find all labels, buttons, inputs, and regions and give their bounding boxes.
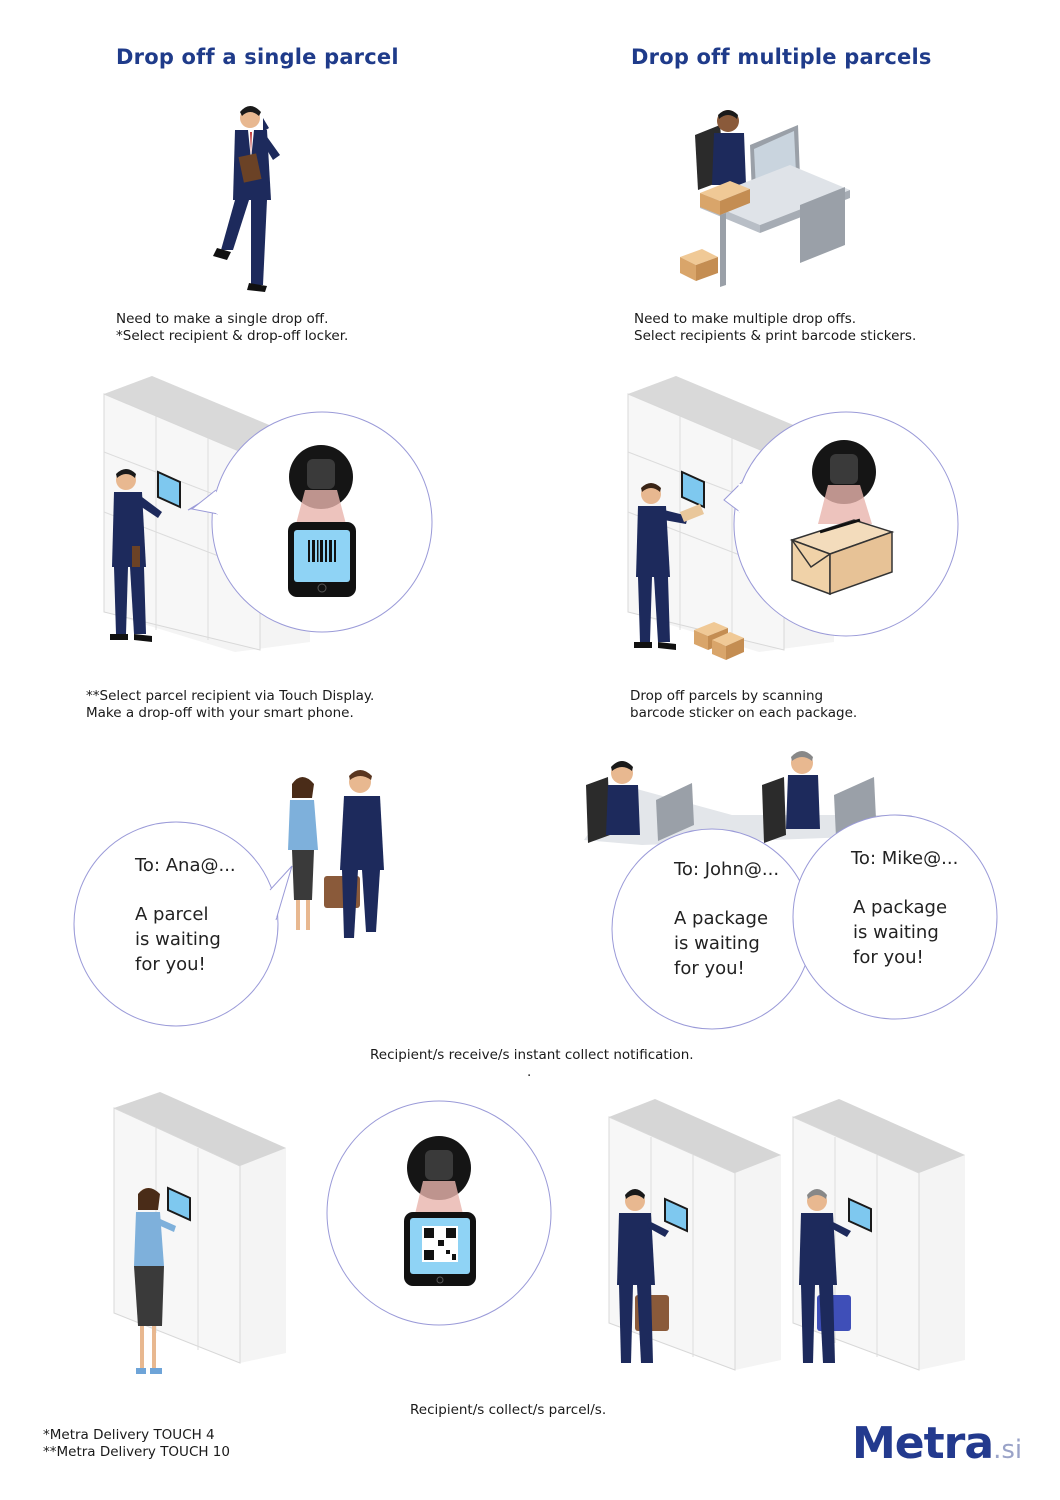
- locker-illustration: [103, 376, 433, 652]
- locker-illustration-multiple: [627, 376, 959, 660]
- caption-notification: Recipient/s receive/s instant collect no…: [370, 1047, 694, 1063]
- businessman-phone-illustration: [213, 106, 280, 292]
- bubble-john-message: A package is waiting for you!: [674, 908, 769, 979]
- barcode-icon: [308, 540, 336, 562]
- locker-woman-illustration: [113, 1092, 286, 1374]
- office-desk-illustration: [680, 110, 850, 287]
- scanner-box-icon: [789, 518, 895, 596]
- footnote-touch4: *Metra Delivery TOUCH 4: [43, 1427, 215, 1443]
- caption-collect: Recipient/s collect/s parcel/s.: [410, 1402, 607, 1418]
- bubble-john-to: To: John@...: [674, 859, 780, 880]
- caption-single-need: Need to make a single drop off. *Select …: [116, 311, 349, 344]
- qr-phone-illustration: [326, 1100, 552, 1326]
- caption-multiple-need: Need to make multiple drop offs. Select …: [634, 311, 917, 344]
- caption-multiple-scan: Drop off parcels by scanning barcode sti…: [630, 688, 858, 721]
- bubble-ana: [73, 770, 384, 1027]
- lockers-men-illustration: [608, 1099, 965, 1371]
- footnote-touch10: **Metra Delivery TOUCH 10: [43, 1444, 230, 1460]
- bubble-ana-message: A parcel is waiting for you!: [135, 904, 221, 975]
- heading-multiple: Drop off multiple parcels: [631, 45, 932, 69]
- caption-single-scan: **Select parcel recipient via Touch Disp…: [86, 688, 375, 721]
- bubble-mike-message: A package is waiting for you!: [853, 897, 948, 968]
- bubble-mike: [792, 814, 998, 1020]
- caption-dot: .: [527, 1064, 532, 1080]
- metra-logo[interactable]: Metra.si: [852, 1418, 1042, 1472]
- logo-name: Metra: [852, 1418, 994, 1469]
- bubble-ana-to: To: Ana@...: [135, 855, 236, 876]
- heading-single: Drop off a single parcel: [116, 45, 399, 69]
- logo-suffix: .si: [993, 1435, 1023, 1465]
- bubble-mike-to: To: Mike@...: [851, 848, 959, 869]
- office-workers-illustration: [584, 751, 912, 845]
